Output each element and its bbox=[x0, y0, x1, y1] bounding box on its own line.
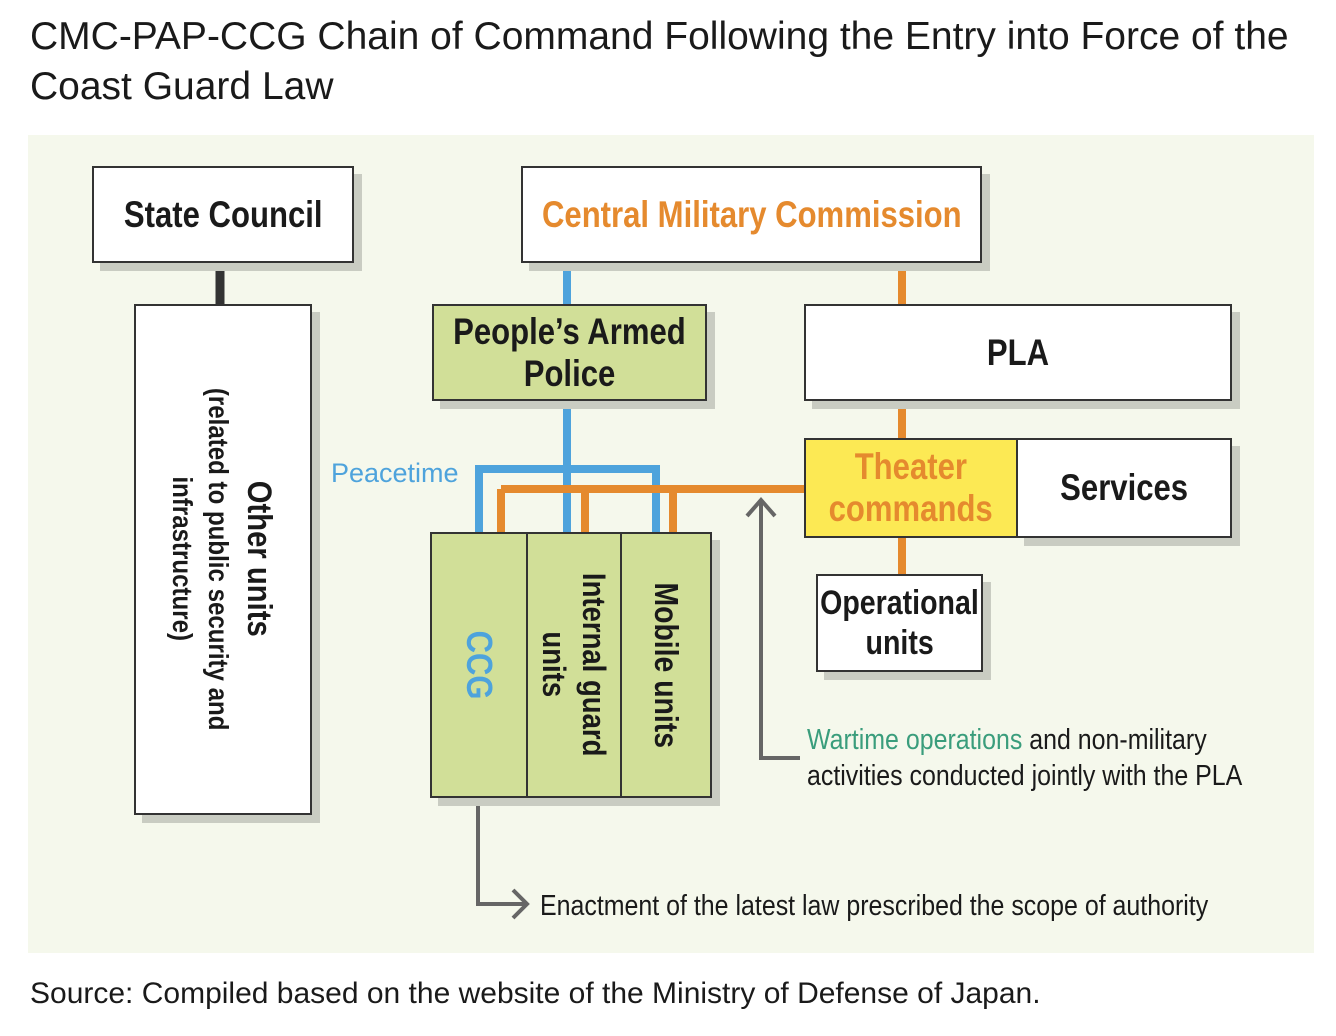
ccg-column: CCG bbox=[432, 534, 526, 796]
internal-guard-label: Internal guard units bbox=[534, 573, 614, 756]
other-units-label: Other units (related to public security … bbox=[164, 388, 282, 731]
other-units-box: Other units (related to public security … bbox=[134, 304, 312, 815]
peacetime-label: Peacetime bbox=[331, 458, 459, 488]
wartime-arrow-line bbox=[759, 500, 800, 760]
wartime-rest-line1: and non-military bbox=[1022, 724, 1207, 756]
pla-label: PLA bbox=[986, 331, 1050, 373]
cmc-label: Central Military Commission bbox=[541, 193, 962, 235]
pap-label-line2: Police bbox=[523, 352, 616, 394]
state-council-box: State Council bbox=[92, 166, 354, 263]
other-units-line1: Other units bbox=[240, 481, 278, 638]
mobile-units-column: Mobile units bbox=[620, 534, 710, 796]
services-label: Services bbox=[1060, 467, 1188, 508]
theater-label-line2: commands bbox=[828, 488, 994, 529]
operational-label-line1: Operational bbox=[820, 584, 979, 622]
wartime-note: Wartime operations and non-military acti… bbox=[807, 722, 1242, 794]
pla-box: PLA bbox=[804, 304, 1232, 401]
theater-commands-box: Theater commands bbox=[804, 438, 1018, 538]
cmc-box: Central Military Commission bbox=[521, 166, 982, 263]
enactment-arrow-line bbox=[476, 797, 527, 906]
wartime-highlight: Wartime operations bbox=[807, 724, 1023, 756]
enactment-arrow-head bbox=[511, 888, 530, 920]
internal-guard-column: Internal guard units bbox=[526, 534, 620, 796]
internal-guard-line1: Internal guard bbox=[576, 573, 612, 757]
state-council-label: State Council bbox=[123, 193, 323, 235]
services-box: Services bbox=[1016, 438, 1232, 538]
line-peacetime-bus bbox=[475, 465, 660, 533]
ccg-label: CCG bbox=[459, 630, 500, 700]
pap-subunits-box: CCG Internal guard units Mobile units bbox=[430, 532, 712, 798]
wartime-arrow-head bbox=[745, 496, 777, 518]
wartime-note-line2: activities conducted jointly with the PL… bbox=[807, 760, 1243, 792]
operational-units-box: Operational units bbox=[816, 574, 983, 672]
other-units-line2: (related to public security and bbox=[203, 388, 234, 731]
pap-box: People’s Armed Police bbox=[432, 304, 707, 401]
other-units-line3: infrastructure) bbox=[167, 477, 198, 642]
wartime-note-line1: Wartime operations and non-military bbox=[807, 722, 1242, 758]
page-title: CMC-PAP-CCG Chain of Command Following t… bbox=[30, 15, 1289, 108]
theater-label-line1: Theater bbox=[854, 446, 968, 487]
internal-guard-line2: units bbox=[536, 632, 572, 698]
source-note: Source: Compiled based on the website of… bbox=[30, 977, 1041, 1010]
operational-label-line2: units bbox=[865, 624, 934, 662]
pap-label-line1: People’s Armed bbox=[453, 310, 686, 352]
mobile-units-label: Mobile units bbox=[648, 582, 685, 748]
enactment-note: Enactment of the latest law prescribed t… bbox=[540, 890, 1209, 922]
